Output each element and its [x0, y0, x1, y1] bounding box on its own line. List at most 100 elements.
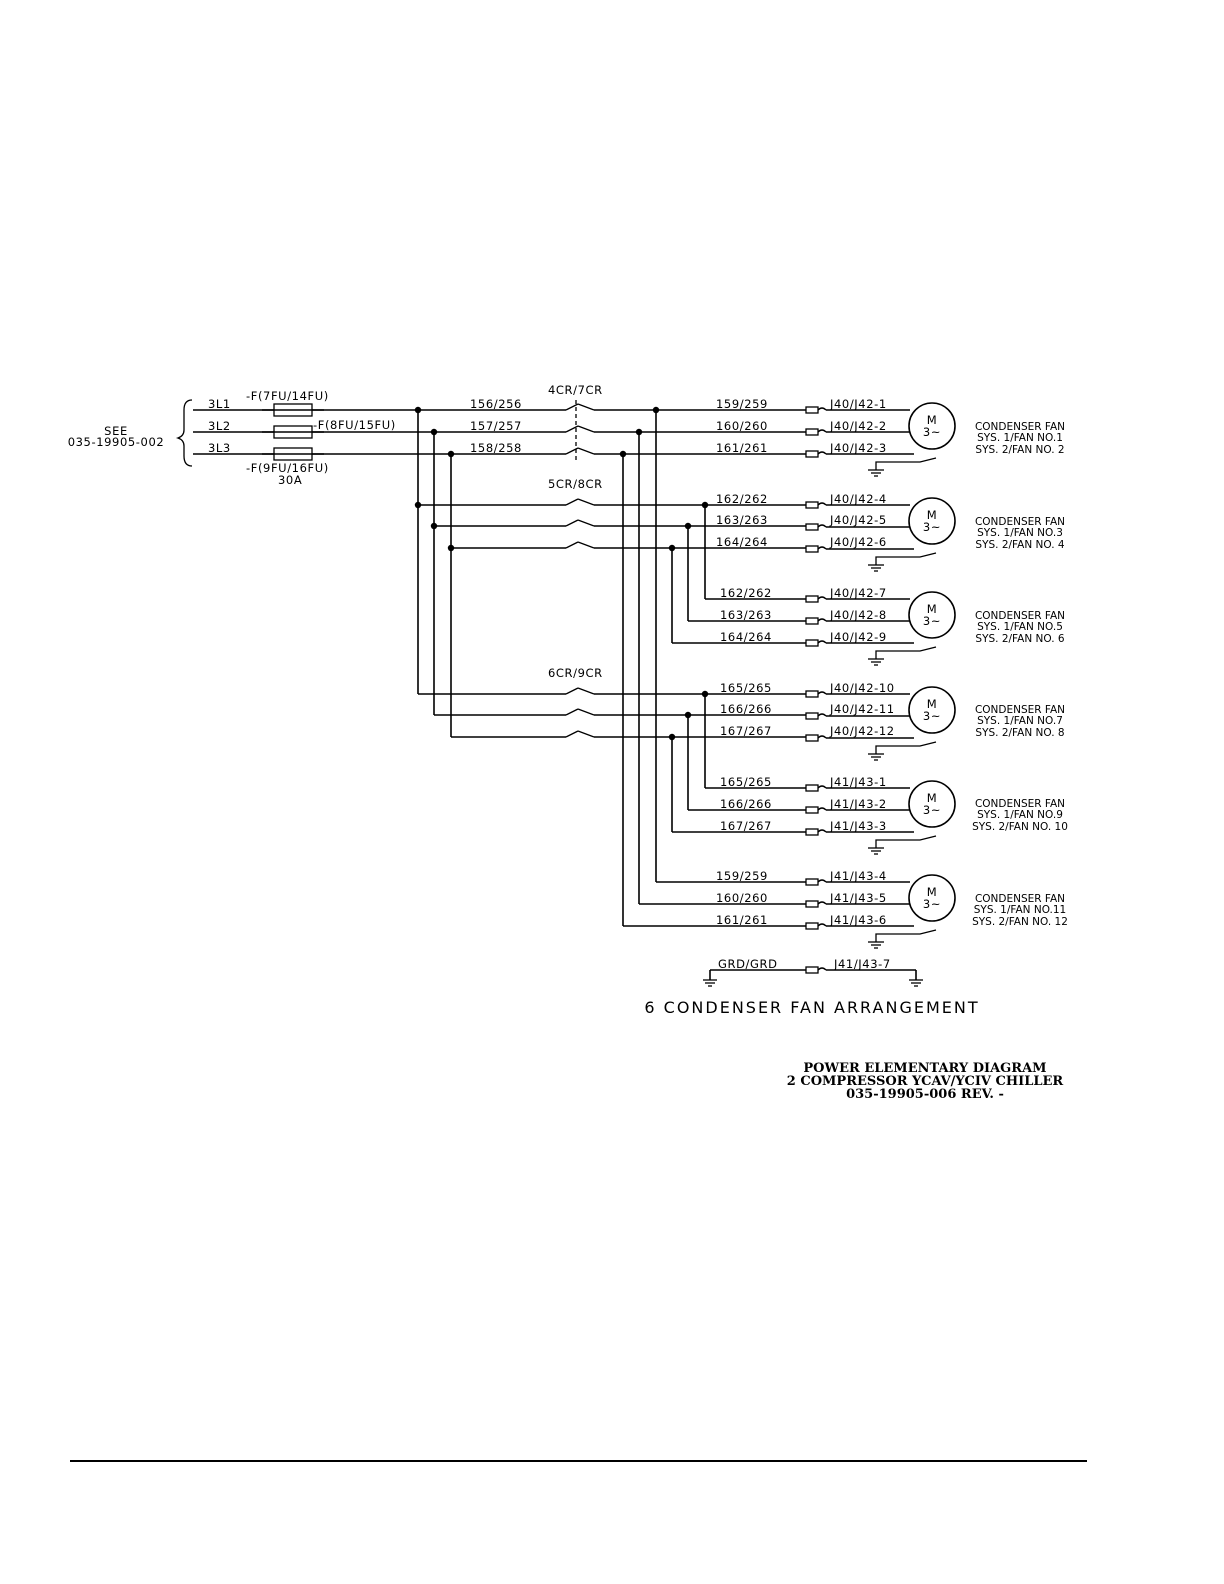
fan-label-line: SYS. 1/FAN NO.9 — [977, 809, 1063, 821]
ground-pin-label: J41/J43-7 — [833, 957, 891, 971]
input-lines: 3L1 3L2 3L3 -F(7FU/14FU) -F(8FU/15FU) -F… — [193, 389, 566, 738]
fan-label-line: CONDENSER FAN — [975, 610, 1065, 622]
connector-socket — [817, 735, 827, 739]
line-label-3l1: 3L1 — [208, 397, 231, 411]
fuse-label-1: -F(7FU/14FU) — [246, 389, 329, 403]
wire-label: 159/259 — [716, 869, 768, 883]
fan-label-line: SYS. 1/FAN NO.7 — [977, 715, 1063, 727]
pin-label: J40/J42-11 — [829, 702, 895, 716]
wire-label: 167/267 — [720, 724, 772, 738]
title-line-2: 2 COMPRESSOR YCAV/YCIV CHILLER — [787, 1074, 1064, 1089]
motor-circle — [908, 591, 956, 639]
connector-plug — [805, 922, 819, 930]
pin-label: J41/J43-4 — [829, 869, 887, 883]
fuse-label-3: -F(9FU/16FU) — [246, 461, 329, 475]
fan-labels: CONDENSER FAN SYS. 1/FAN NO.1 SYS. 2/FAN… — [972, 421, 1068, 928]
wire-label: 161/261 — [716, 913, 768, 927]
feeder-wire-156: 156/256 — [470, 397, 522, 411]
connector-socket — [817, 596, 827, 600]
ground-lead — [875, 646, 937, 659]
wire-label: 159/259 — [716, 397, 768, 411]
input-brace — [175, 399, 193, 467]
ground-lead — [875, 457, 937, 470]
connector-plug — [805, 595, 819, 603]
contactor-4cr-7cr: 4CR/7CR — [548, 383, 603, 462]
motor-symbol-m: M — [927, 413, 938, 427]
connector-plug — [805, 734, 819, 742]
source-reference: SEE 035-19905-002 — [68, 399, 193, 467]
pin-label: J40/J42-4 — [829, 492, 887, 506]
connector-socket — [817, 429, 827, 433]
pin-label: J40/J42-8 — [829, 608, 887, 622]
connector-plug — [805, 690, 819, 698]
contactor-label-6cr: 6CR/9CR — [548, 666, 603, 680]
motor-symbol-m: M — [927, 697, 938, 711]
motor-symbol-phase: 3~ — [923, 614, 941, 628]
motor-symbol-phase: 3~ — [923, 520, 941, 534]
connector-socket — [817, 451, 827, 455]
fan-label-line: SYS. 1/FAN NO.11 — [974, 904, 1066, 916]
connector-plug — [805, 712, 819, 720]
fuse-label-2: -F(8FU/15FU) — [313, 418, 396, 432]
fan-label-line: SYS. 2/FAN NO. 6 — [975, 633, 1064, 645]
fuse-rating: 30A — [278, 473, 302, 487]
ground-lead — [875, 552, 937, 565]
motor-circle — [908, 686, 956, 734]
ground-connection: GRD/GRD J41/J43-7 — [703, 957, 923, 987]
connector-socket — [817, 829, 827, 833]
connector-plug — [805, 523, 819, 531]
feeder-wire-157: 157/257 — [470, 419, 522, 433]
connector-pins: J40/J42-1 J40/J42-2 J40/J42-3 J40/J42-4 … — [829, 397, 895, 927]
pin-label: J41/J43-5 — [829, 891, 887, 905]
pin-label: J40/J42-7 — [829, 586, 887, 600]
line-label-3l3: 3L3 — [208, 441, 231, 455]
connector-plug — [805, 406, 819, 414]
motor-symbol-m: M — [927, 508, 938, 522]
contactor-label-5cr: 5CR/8CR — [548, 477, 603, 491]
connector-plug — [805, 639, 819, 647]
feeder-wire-158: 158/258 — [470, 441, 522, 455]
motor-symbol-phase: 3~ — [923, 709, 941, 723]
ground-lead — [875, 835, 937, 848]
fan-label-line: SYS. 1/FAN NO.5 — [977, 621, 1063, 633]
connector-socket — [817, 640, 827, 644]
motor-symbol-phase: 3~ — [923, 425, 941, 439]
fan-label-line: CONDENSER FAN — [975, 704, 1065, 716]
diagram-caption: 6 CONDENSER FAN ARRANGEMENT — [644, 998, 979, 1017]
motor-circle — [908, 402, 956, 450]
connector-socket — [817, 879, 827, 883]
pin-label: J40/J42-5 — [829, 513, 887, 527]
fan-label-line: SYS. 2/FAN NO. 2 — [975, 444, 1064, 456]
pin-label: J41/J43-6 — [829, 913, 887, 927]
pin-label: J41/J43-3 — [829, 819, 887, 833]
wire-label: 166/266 — [720, 797, 772, 811]
fan-label-line: SYS. 2/FAN NO. 4 — [975, 539, 1064, 551]
title-block: POWER ELEMENTARY DIAGRAM 2 COMPRESSOR YC… — [787, 1061, 1064, 1102]
pin-label: J41/J43-2 — [829, 797, 887, 811]
motor-circle — [908, 497, 956, 545]
wire-label: 165/265 — [720, 681, 772, 695]
wire-label: 166/266 — [720, 702, 772, 716]
wire-label: 161/261 — [716, 441, 768, 455]
connector-socket — [817, 901, 827, 905]
motor-symbol-phase: 3~ — [923, 897, 941, 911]
motor-circle — [908, 780, 956, 828]
fan-label-line: SYS. 2/FAN NO. 8 — [975, 727, 1064, 739]
contactor-6cr-9cr: 6CR/9CR — [548, 666, 603, 738]
ground-lead — [875, 929, 937, 942]
motor-symbol-phase: 3~ — [923, 803, 941, 817]
wire-label: 160/260 — [716, 419, 768, 433]
wire-label: 165/265 — [720, 775, 772, 789]
connector-socket — [817, 785, 827, 789]
fan-label-line: SYS. 2/FAN NO. 12 — [972, 916, 1068, 928]
contactor-label-4cr: 4CR/7CR — [548, 383, 603, 397]
connector-socket — [817, 524, 827, 528]
motor-symbol-m: M — [927, 885, 938, 899]
connector-plug — [805, 428, 819, 436]
connector-socket — [817, 502, 827, 506]
wire-label: 160/260 — [716, 891, 768, 905]
fan-label-line: SYS. 2/FAN NO. 10 — [972, 821, 1068, 833]
wire-label: 164/264 — [720, 630, 772, 644]
line-label-3l2: 3L2 — [208, 419, 231, 433]
pin-label: J41/J43-1 — [829, 775, 887, 789]
